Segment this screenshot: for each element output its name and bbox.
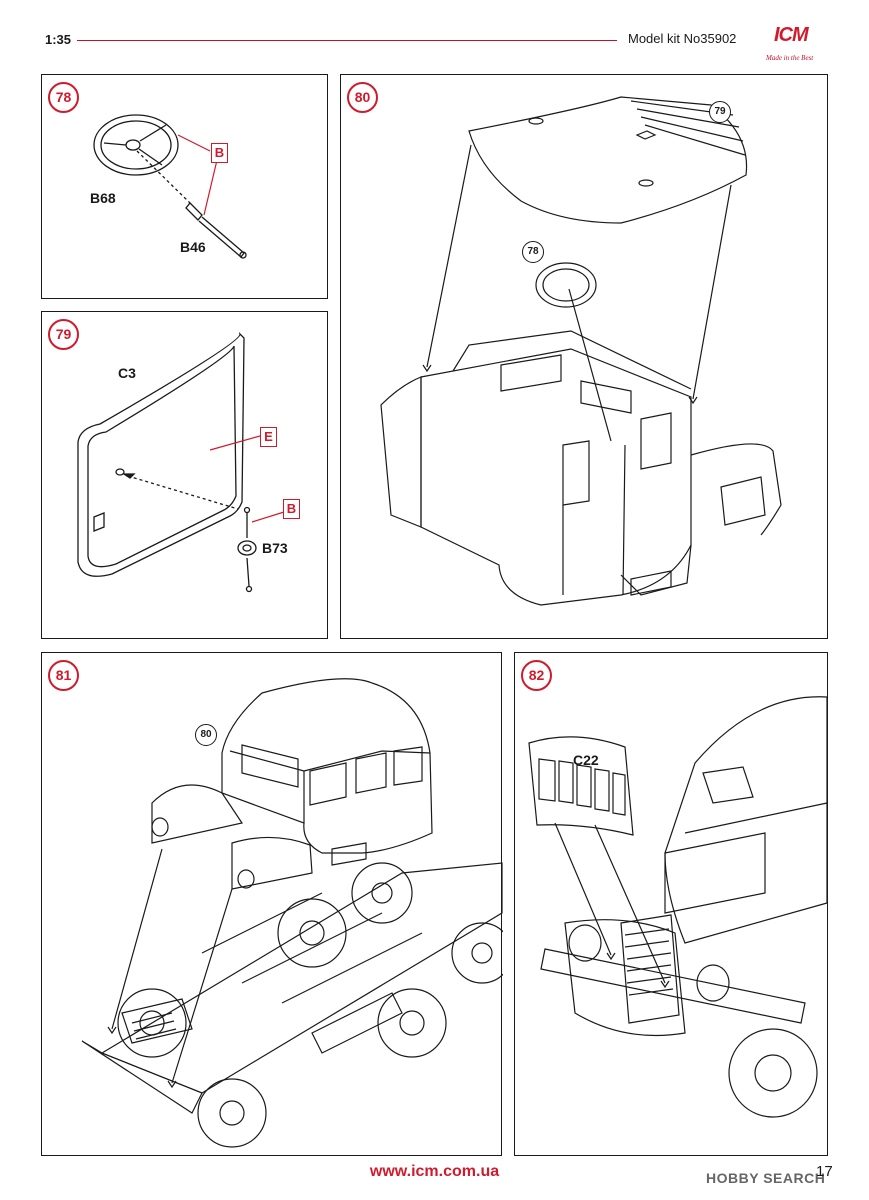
- step-number-78: 78: [48, 82, 79, 113]
- logo-text: ICM: [774, 24, 809, 46]
- subassembly-ref-78: 78: [522, 241, 544, 263]
- step-78-panel: 78 B B68 B46: [41, 74, 328, 299]
- subassembly-ref-80: 80: [195, 724, 217, 746]
- ref-box-b: B: [283, 499, 300, 519]
- part-label-b68: B68: [90, 190, 116, 206]
- radiator-grille-drawing: [528, 696, 828, 1118]
- step-number-81: 81: [48, 660, 79, 691]
- icm-logo: ICM Made in the Best: [760, 24, 834, 70]
- ref-box-e: E: [260, 427, 277, 447]
- header-rule: [77, 40, 617, 41]
- logo-tagline: Made in the Best: [766, 54, 814, 62]
- subassembly-ref-79: 79: [709, 101, 731, 123]
- cab-assembly-drawing: [380, 96, 782, 606]
- page-number: 17: [816, 1163, 833, 1180]
- part-label-b46: B46: [180, 239, 206, 255]
- ref-box-b: B: [211, 143, 228, 163]
- part-label-c3: C3: [118, 365, 136, 381]
- steering-wheel-drawing: [93, 114, 247, 259]
- step-number-82: 82: [521, 660, 552, 691]
- truck-chassis-drawing: [81, 678, 503, 1148]
- step-number-80: 80: [347, 82, 378, 113]
- step-82-panel: 82 C22: [514, 652, 828, 1156]
- part-label-b73: B73: [262, 540, 288, 556]
- kit-number: Model kit No35902: [628, 31, 737, 46]
- step-79-panel: 79 C3 E B B73: [41, 311, 328, 639]
- cab-roof-drawing: [77, 331, 285, 593]
- step-81-panel: 81 80: [41, 652, 503, 1156]
- watermark: HOBBY SEARCH: [706, 1170, 826, 1186]
- scale-label: 1:35: [45, 32, 72, 47]
- part-label-c22: C22: [573, 752, 599, 768]
- step-80-panel: 80 79 78: [340, 74, 828, 639]
- footer-url: www.icm.com.ua: [369, 1163, 500, 1180]
- step-number-79: 79: [48, 319, 79, 350]
